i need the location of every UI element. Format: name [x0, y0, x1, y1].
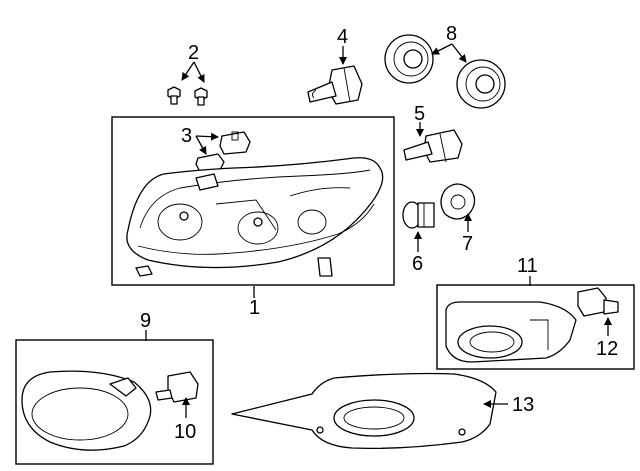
- left-fog-lamp-frame: [15, 339, 214, 465]
- bulb-socket: [440, 183, 476, 220]
- callout-2: 2: [188, 42, 199, 64]
- callout-11: 11: [517, 255, 538, 277]
- side-marker-bulb: [402, 201, 435, 229]
- callout-10: 10: [174, 421, 196, 443]
- callout-12: 12: [596, 338, 618, 360]
- bolt: [167, 86, 181, 105]
- retaining-clip: [219, 131, 251, 155]
- callout-4: 4: [337, 26, 348, 48]
- fog-lamp-bulb: [155, 371, 199, 403]
- fog-lamp-cover: [231, 372, 497, 450]
- right-fog-lamp-frame: [436, 284, 635, 370]
- bolt: [194, 87, 208, 106]
- headlamp-assembly-frame: [111, 116, 395, 286]
- right-fog-lamp: [445, 301, 577, 363]
- callout-13: 13: [512, 394, 534, 416]
- left-fog-lamp: [21, 370, 152, 451]
- callout-8: 8: [446, 23, 457, 45]
- fog-lamp-bulb: [577, 287, 619, 317]
- callout-6: 6: [412, 253, 423, 275]
- callout-9: 9: [140, 310, 151, 332]
- callout-1: 1: [249, 297, 260, 319]
- callout-7: 7: [462, 233, 473, 255]
- seal-ring: [384, 34, 434, 84]
- headlamp-assembly: [126, 157, 384, 277]
- turn-signal-bulb: [403, 129, 463, 163]
- seal-ring: [456, 59, 506, 109]
- callout-5: 5: [414, 103, 425, 125]
- headlight-bulb: [307, 65, 363, 105]
- callout-3: 3: [181, 125, 192, 147]
- leader-lines: [145, 43, 612, 418]
